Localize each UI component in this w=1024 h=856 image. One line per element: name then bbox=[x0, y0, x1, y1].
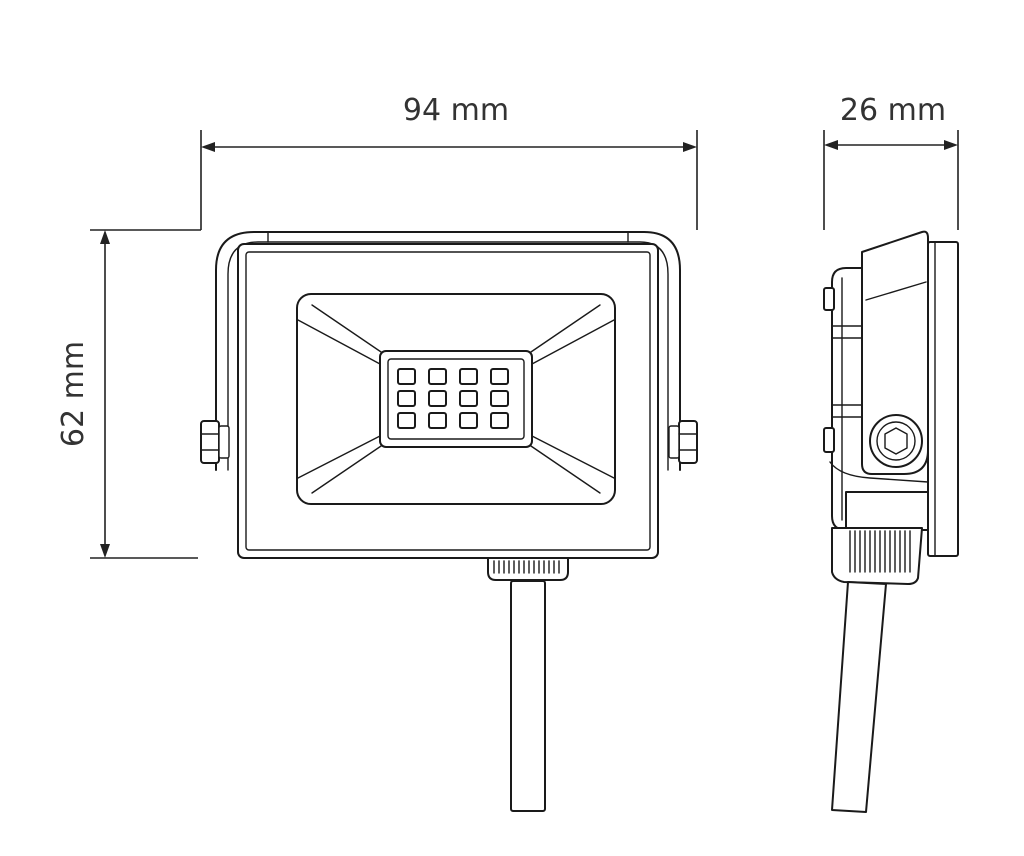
led-chip bbox=[397, 368, 416, 385]
dimension-depth: 26 mm bbox=[823, 93, 959, 230]
side-cable bbox=[831, 581, 887, 813]
led-chip bbox=[459, 368, 478, 385]
dimension-width: 94 mm bbox=[200, 93, 698, 230]
side-bracket bbox=[861, 230, 929, 475]
width-label: 94 mm bbox=[403, 93, 509, 128]
led-module bbox=[379, 350, 533, 448]
led-chip bbox=[490, 412, 509, 429]
height-label: 62 mm bbox=[56, 341, 91, 447]
dimension-height: 62 mm bbox=[56, 229, 201, 559]
led-chip bbox=[459, 390, 478, 407]
led-chip bbox=[428, 390, 447, 407]
front-view bbox=[200, 231, 698, 812]
led-chip bbox=[459, 412, 478, 429]
front-cable bbox=[487, 557, 569, 812]
front-left-knob bbox=[200, 420, 230, 464]
depth-label: 26 mm bbox=[840, 93, 946, 128]
led-chip bbox=[490, 390, 509, 407]
front-right-knob bbox=[668, 420, 698, 464]
side-gland bbox=[831, 527, 923, 585]
led-grid bbox=[397, 368, 509, 429]
reflector bbox=[296, 293, 616, 505]
front-bracket bbox=[215, 231, 681, 471]
side-knob bbox=[869, 414, 923, 468]
led-chip bbox=[397, 412, 416, 429]
side-view bbox=[823, 230, 959, 813]
led-chip bbox=[490, 368, 509, 385]
led-chip bbox=[428, 368, 447, 385]
side-front-plate bbox=[927, 241, 959, 557]
led-chip bbox=[397, 390, 416, 407]
led-chip bbox=[428, 412, 447, 429]
